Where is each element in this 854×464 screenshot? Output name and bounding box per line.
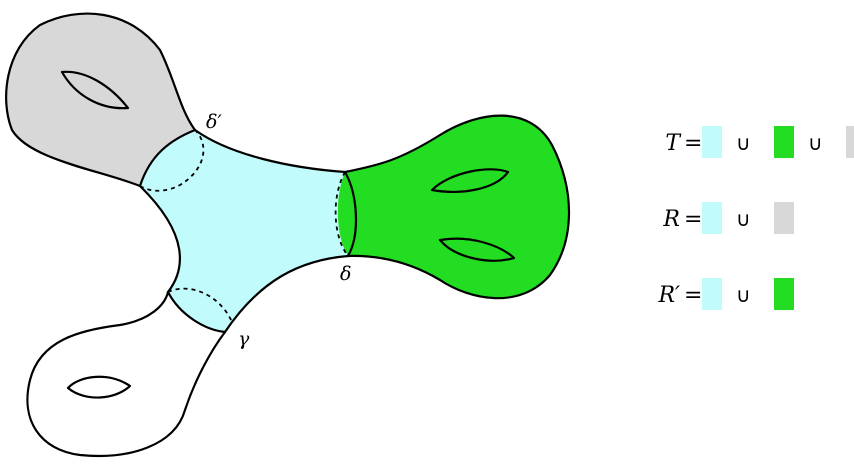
legend-row-3: R′= ∪ bbox=[657, 278, 794, 310]
legend-swatch-green bbox=[774, 278, 794, 310]
legend-row-2: R= ∪ bbox=[662, 202, 794, 234]
curve-delta-front bbox=[343, 170, 357, 258]
gray-lobe-region bbox=[6, 13, 196, 187]
legend: T=∪∪R=∪R′=∪ bbox=[657, 126, 854, 310]
curve-delta-back bbox=[334, 171, 349, 257]
label-delta-prime: δ′ bbox=[206, 111, 222, 133]
legend-swatch-gray bbox=[774, 202, 794, 234]
legend-symbol: R′ bbox=[657, 283, 680, 308]
legend-swatch-gray bbox=[846, 126, 854, 158]
cyan-central-region bbox=[140, 130, 348, 332]
legend-swatch-cyan bbox=[702, 126, 722, 158]
legend-swatch-cyan bbox=[702, 202, 722, 234]
legend-row-1: T= ∪ ∪ bbox=[665, 126, 854, 158]
hole-green-upper bbox=[430, 168, 510, 193]
hole-green-lower bbox=[438, 237, 516, 262]
label-delta: δ bbox=[340, 263, 351, 285]
green-lobe-region bbox=[337, 115, 570, 299]
legend-union-symbol: ∪ bbox=[736, 207, 751, 231]
legend-equals: = bbox=[684, 283, 702, 308]
curve-delta-prime-front bbox=[138, 128, 197, 188]
curve-delta-prime-back bbox=[139, 129, 205, 192]
legend-union-symbol: ∪ bbox=[736, 131, 751, 155]
legend-equals: = bbox=[684, 131, 702, 156]
legend-symbol: T bbox=[665, 131, 682, 156]
legend-equals: = bbox=[684, 207, 702, 232]
hole-white-lobe bbox=[66, 375, 132, 399]
curve-gamma-front bbox=[166, 290, 227, 334]
legend-union-symbol: ∪ bbox=[736, 283, 751, 307]
legend-symbol: R bbox=[662, 207, 680, 232]
hole-gray-lobe bbox=[60, 70, 130, 110]
legend-swatch-green bbox=[774, 126, 794, 158]
legend-swatch-cyan bbox=[702, 278, 722, 310]
surface-outline-upper bbox=[5, 12, 571, 457]
label-gamma: γ bbox=[238, 328, 250, 350]
legend-union-symbol: ∪ bbox=[808, 131, 823, 155]
